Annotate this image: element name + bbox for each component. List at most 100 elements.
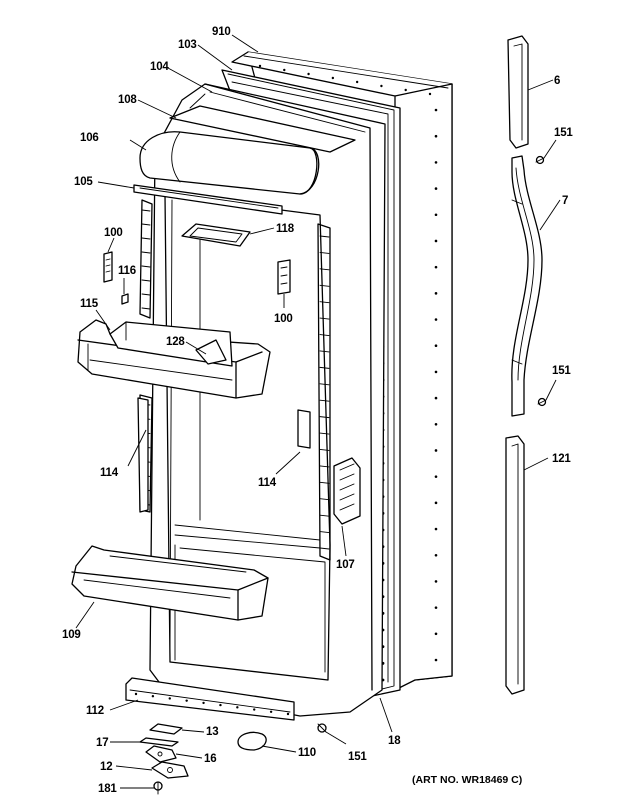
- screw-hole: [434, 370, 438, 374]
- screw-hole: [434, 658, 438, 662]
- rib-mark: [319, 284, 330, 287]
- leader-lines: [75, 34, 561, 789]
- screw-hole: [434, 527, 438, 531]
- rib-mark: [141, 251, 151, 254]
- rib-mark: [141, 293, 151, 296]
- callout-114-left: 114: [100, 467, 119, 479]
- rib-mark: [141, 279, 151, 282]
- inner-liner: [139, 83, 386, 717]
- rail-left: [137, 397, 149, 513]
- callout-103: 103: [178, 39, 197, 51]
- door-bin-lower: [71, 545, 269, 621]
- screw-hole: [434, 161, 438, 164]
- rib-mark: [319, 317, 330, 320]
- callout-118: 118: [276, 223, 295, 235]
- callout-112: 112: [86, 705, 104, 717]
- rib-mark: [319, 383, 330, 386]
- rib-mark: [319, 481, 330, 484]
- callout-114-right: 114: [258, 477, 277, 489]
- callout-12: 12: [100, 761, 112, 773]
- rib-mark: [319, 547, 330, 550]
- hinge-part-12: [151, 761, 189, 779]
- callout-13: 13: [206, 726, 218, 738]
- screw-hole: [434, 239, 438, 243]
- screw-151-handle-top: [535, 155, 545, 165]
- screw-hole: [434, 553, 438, 557]
- rib-mark: [319, 399, 330, 402]
- hinge-part-16: [145, 745, 177, 763]
- callout-151-handle-bottom: 151: [552, 365, 571, 377]
- dairy-compartment: [133, 105, 356, 215]
- callout-labels: 910 103 104 108 106 105 100 116 115 128 …: [62, 26, 574, 795]
- screw-hole: [258, 64, 262, 68]
- screw-hole: [428, 92, 432, 96]
- hinge-part-17: [139, 737, 179, 747]
- rib-mark: [141, 209, 151, 212]
- rib-mark: [319, 350, 330, 353]
- callout-108: 108: [118, 94, 137, 106]
- screw-hole: [355, 80, 359, 84]
- rib-mark: [319, 268, 330, 271]
- callout-100-left: 100: [104, 227, 123, 239]
- screw-hole: [434, 422, 438, 426]
- callout-128: 128: [166, 336, 185, 348]
- callout-116: 116: [118, 265, 136, 277]
- shelf-support-right: [277, 259, 291, 295]
- screw-hole: [331, 76, 335, 80]
- screw-hole: [434, 265, 438, 269]
- screw-151-bottom: [317, 723, 327, 733]
- rib-mark: [141, 307, 151, 310]
- rib-mark: [319, 531, 330, 534]
- callout-105: 105: [74, 176, 93, 188]
- screw-hole: [434, 292, 438, 295]
- screw-hole: [434, 501, 438, 505]
- screw-hole: [434, 396, 438, 400]
- trim-fastener: [253, 708, 256, 711]
- trim-fastener: [286, 712, 290, 716]
- rail-right: [297, 409, 311, 449]
- small-tray: [181, 223, 251, 247]
- art-number: (ART NO. WR18469 C): [412, 774, 522, 786]
- callout-115: 115: [80, 298, 99, 310]
- callout-100-right: 100: [274, 313, 293, 325]
- screw-hole: [434, 449, 438, 452]
- rib-mark: [141, 265, 151, 268]
- callout-151-bottom: 151: [348, 751, 367, 763]
- rib-mark: [319, 301, 330, 304]
- callout-6: 6: [554, 75, 560, 87]
- callout-151-handle-top: 151: [554, 127, 573, 139]
- callout-18: 18: [388, 735, 401, 747]
- screw-hole: [434, 344, 438, 348]
- door-stop-110: [237, 731, 267, 751]
- screw-hole: [404, 88, 407, 92]
- handle-cap-top: [507, 35, 529, 149]
- screw-hole: [434, 606, 438, 609]
- rib-mark: [319, 498, 330, 501]
- callout-910: 910: [212, 26, 231, 38]
- rib-mark: [319, 449, 330, 451]
- screw-151-handle-bottom: [537, 397, 547, 407]
- trim-fastener: [151, 695, 155, 698]
- handle: [511, 155, 543, 417]
- callout-104: 104: [150, 61, 169, 73]
- screw-hole: [307, 72, 310, 76]
- shelf-retainer: [333, 457, 361, 525]
- handle-trim-lower: [505, 435, 525, 695]
- door-bin-upper: [77, 319, 271, 399]
- screw-hole: [434, 580, 438, 583]
- screw-hole: [434, 134, 438, 138]
- screw-hole: [434, 213, 438, 217]
- callout-16: 16: [204, 753, 216, 765]
- screw-hole: [434, 318, 438, 321]
- callout-107: 107: [336, 559, 355, 571]
- callout-121: 121: [552, 453, 571, 465]
- screw-hole: [380, 84, 383, 88]
- trim-fastener: [185, 699, 188, 702]
- callout-7: 7: [562, 195, 568, 207]
- rib-mark: [319, 251, 330, 254]
- trim-fastener: [219, 703, 222, 707]
- rib-mark: [319, 334, 330, 336]
- stud: [121, 293, 129, 305]
- hinge-screw-181: [153, 781, 163, 795]
